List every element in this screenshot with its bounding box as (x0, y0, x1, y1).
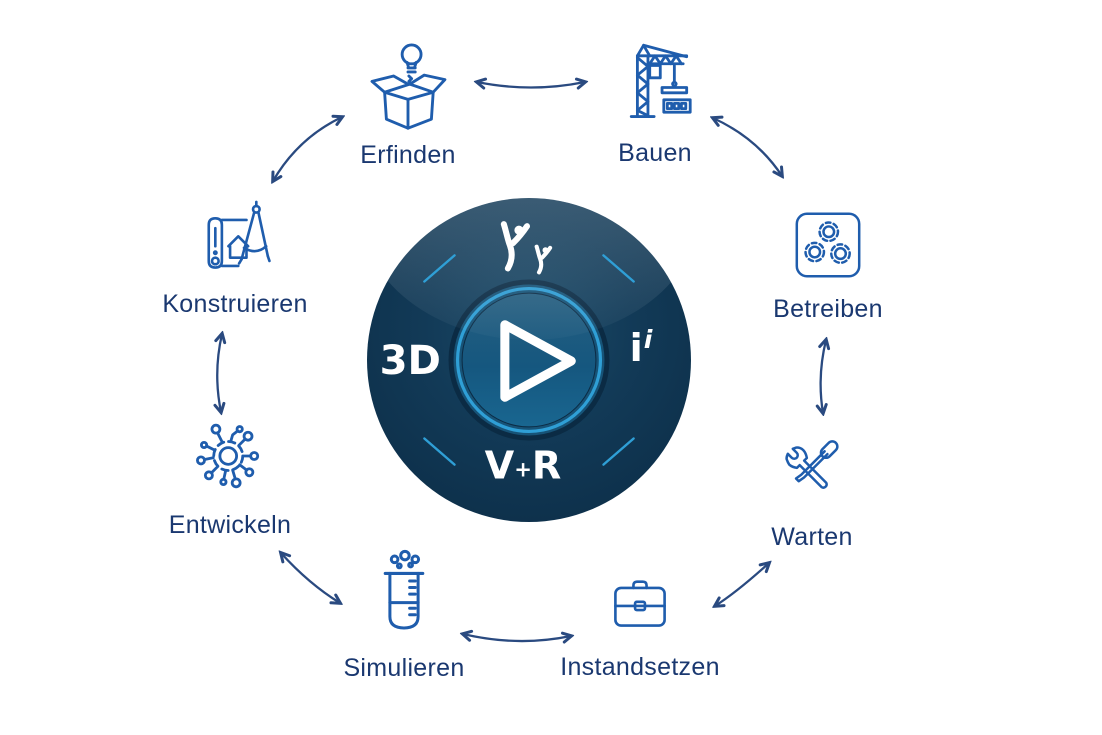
toolbox-icon (599, 560, 681, 647)
station-instandsetzen: Instandsetzen (547, 560, 733, 682)
station-label: Entwickeln (168, 511, 292, 539)
compass-vr-label: V+R (485, 445, 562, 489)
station-warten: Warten (724, 434, 900, 552)
compass-3d-label: 3D (380, 338, 441, 384)
gloss-highlight (367, 198, 691, 340)
arrow-entwickeln-konstruieren (217, 334, 222, 412)
beaker-icon (357, 549, 451, 648)
station-label: Betreiben (773, 295, 883, 323)
arrow-betreiben-warten (821, 340, 826, 413)
construction-crane-icon (611, 40, 699, 133)
station-betreiben: Betreiben (740, 206, 916, 324)
station-erfinden: Erfinden (323, 40, 493, 170)
station-konstruieren: Konstruieren (137, 197, 333, 319)
arrow-erfinden-bauen (477, 82, 585, 88)
people-figures-icon (500, 221, 553, 275)
3dexperience-compass-logo: 3D ii V+R (366, 197, 692, 523)
station-label: Instandsetzen (560, 653, 720, 681)
play-icon (500, 320, 576, 402)
network-hub-icon (186, 412, 274, 505)
station-bauen: Bauen (570, 40, 740, 168)
gears-icon (789, 206, 867, 289)
wrench-screwdriver-icon (773, 434, 851, 517)
station-label: Konstruieren (162, 290, 308, 318)
station-label: Simulieren (343, 654, 465, 682)
blueprint-compass-icon (194, 197, 276, 284)
idea-box-icon (363, 40, 453, 135)
station-label: Bauen (618, 139, 692, 167)
station-simulieren: Simulieren (316, 549, 492, 683)
station-label: Erfinden (360, 141, 456, 169)
station-label: Warten (771, 523, 853, 551)
quadrant-ticks (423, 254, 635, 466)
compass-ii-label: ii (630, 325, 653, 371)
station-entwickeln: Entwickeln (142, 412, 318, 540)
